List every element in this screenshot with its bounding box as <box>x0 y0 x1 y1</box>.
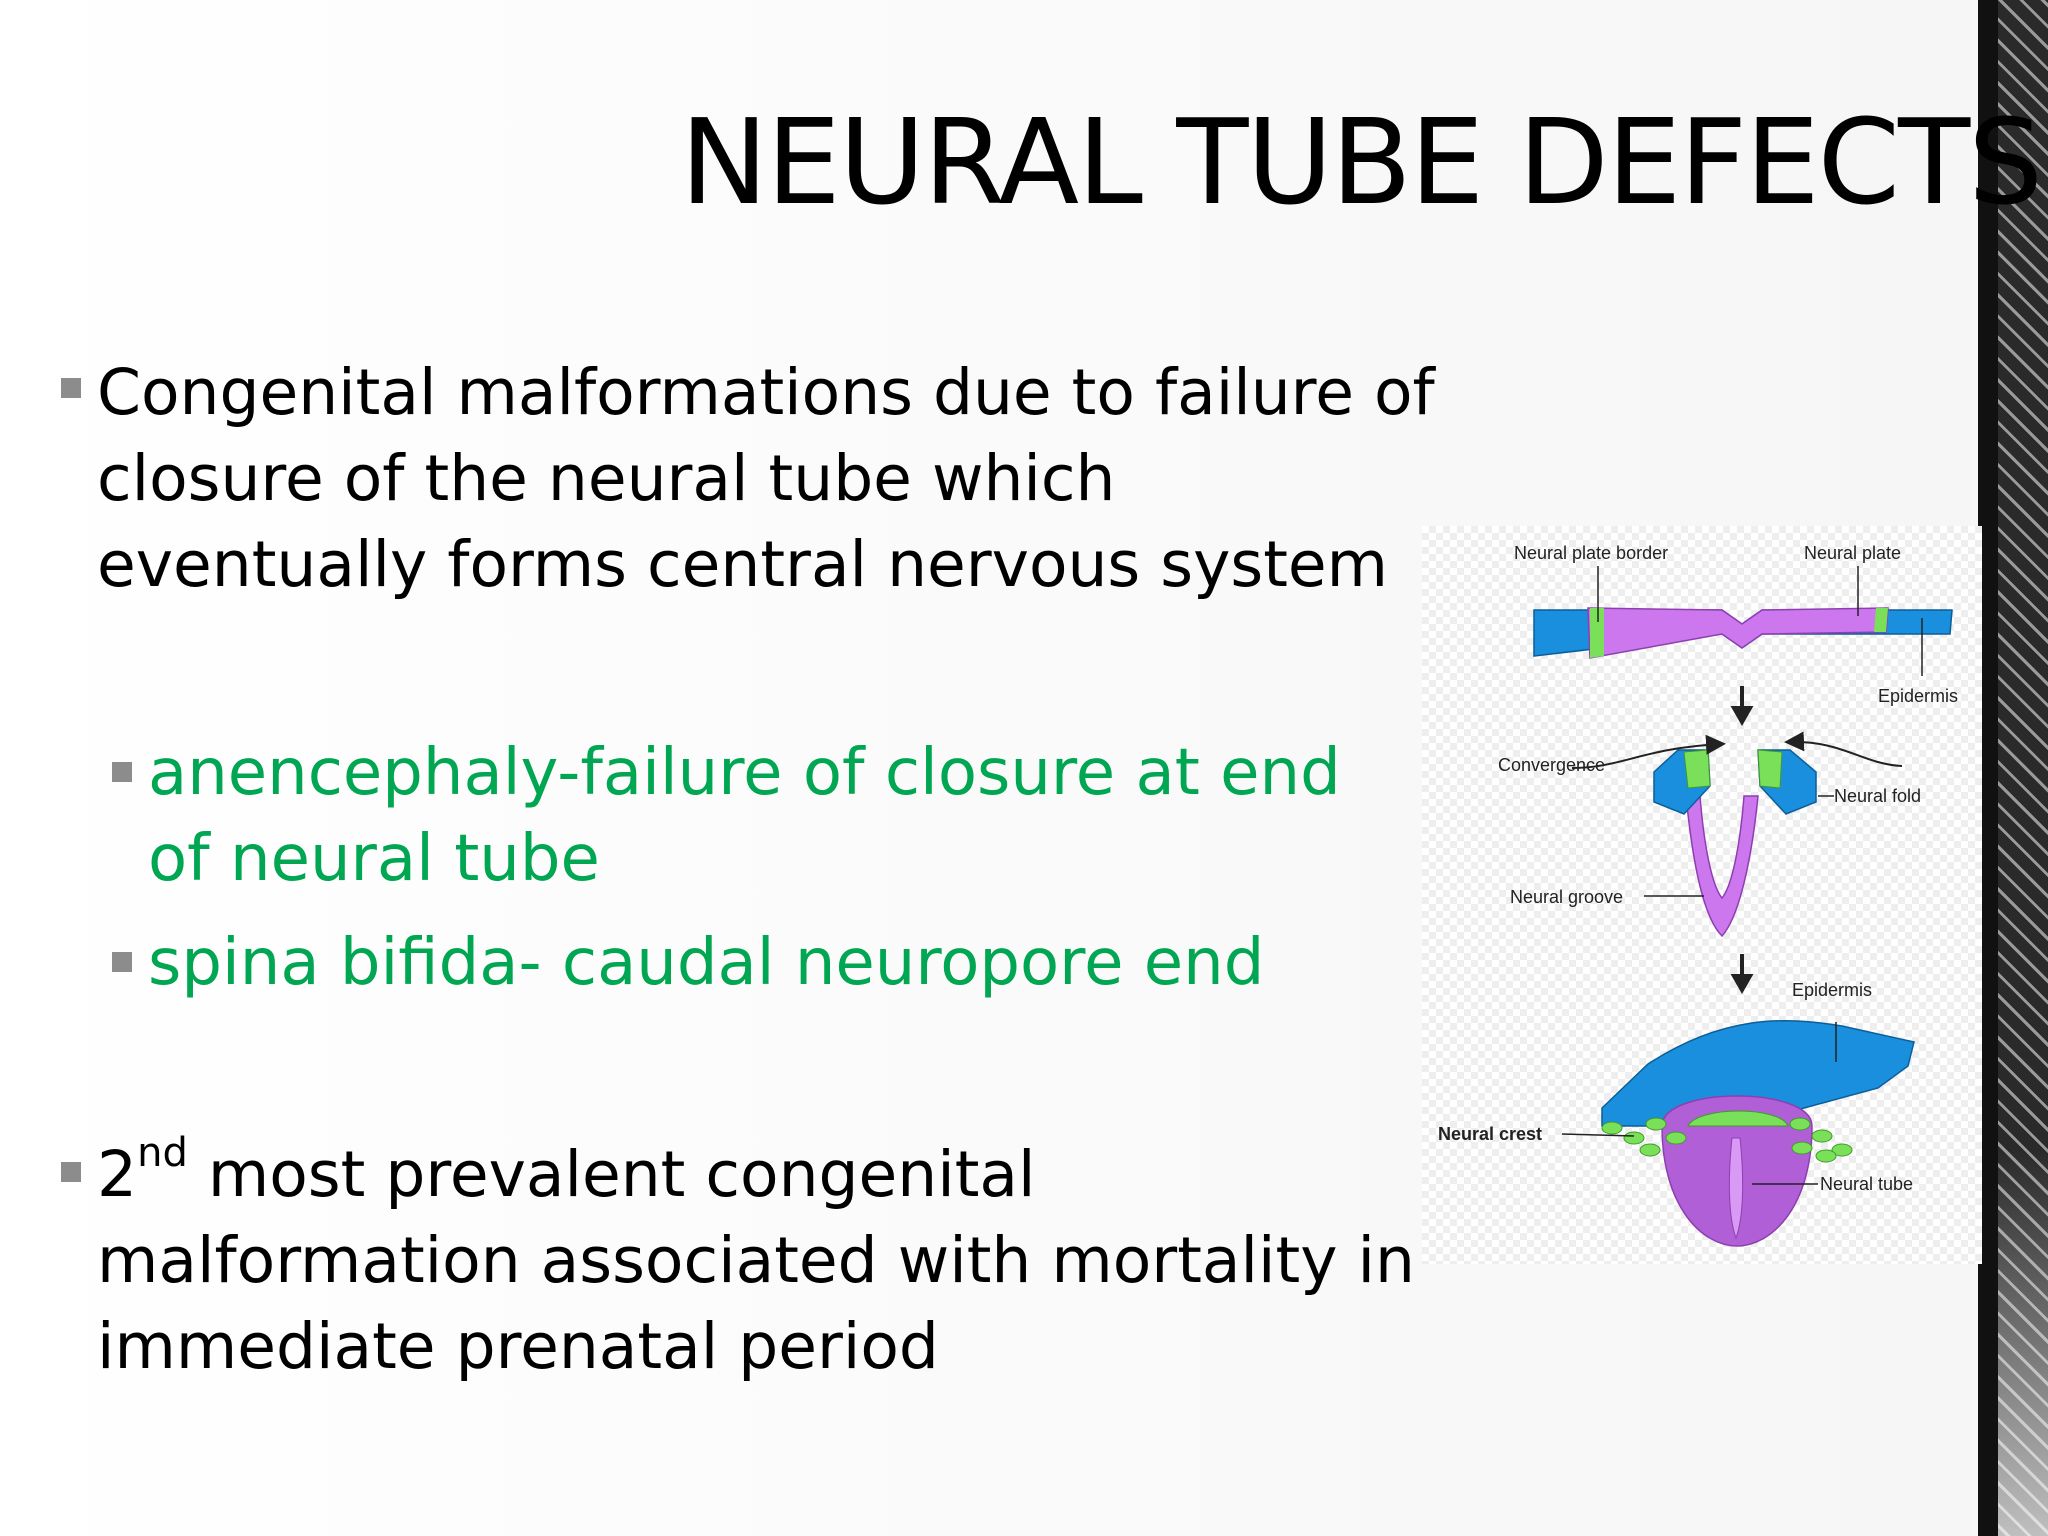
bullet-definition: Congenital malformations due to failure … <box>61 350 1437 608</box>
down-arrow-icon <box>1730 686 1754 727</box>
neural-tube-diagram: Neural plate border Neural plate Epiderm… <box>1422 526 1982 1264</box>
label-epidermis-top: Epidermis <box>1878 686 1958 706</box>
bullet-prevalence: 2nd most prevalent congenital malformati… <box>61 1132 1437 1390</box>
label-convergence: Convergence <box>1498 755 1605 775</box>
ordinal-number: 2 <box>97 1138 138 1211</box>
ordinal-suffix: nd <box>137 1130 188 1176</box>
bullet-square-icon <box>61 378 81 398</box>
sub-bullet-text: spina bifida- caudal neuropore end <box>148 926 1265 1000</box>
sub-bullet-anencephaly: anencephaly-failure of closure at end of… <box>112 730 1408 902</box>
border-fade <box>1998 1150 2048 1536</box>
label-neural-groove: Neural groove <box>1510 887 1623 907</box>
bullet-text-rest: most prevalent congenital malformation a… <box>97 1138 1415 1383</box>
label-neural-tube: Neural tube <box>1820 1174 1913 1194</box>
label-neural-plate: Neural plate <box>1804 543 1901 563</box>
label-neural-crest: Neural crest <box>1438 1124 1542 1144</box>
bullet-text: 2nd most prevalent congenital malformati… <box>97 1133 1415 1383</box>
decorative-border <box>1978 0 2048 1536</box>
bullet-text: Congenital malformations due to failure … <box>97 356 1435 601</box>
slide-title: NEURAL TUBE DEFECTS <box>680 93 2043 231</box>
stage-neural-plate <box>1533 566 1953 676</box>
stage-neural-groove <box>1571 731 1903 938</box>
stage-neural-tube <box>1561 1019 1915 1247</box>
bullet-square-icon <box>112 762 132 782</box>
bullet-square-icon <box>112 952 132 972</box>
label-epidermis-bottom: Epidermis <box>1792 980 1872 1000</box>
bullet-square-icon <box>61 1162 81 1182</box>
down-arrow-icon <box>1730 954 1754 995</box>
sub-bullet-text: anencephaly-failure of closure at end of… <box>148 736 1341 896</box>
diagram-svg: Neural plate border Neural plate Epiderm… <box>1438 543 1958 1247</box>
label-neural-fold: Neural fold <box>1834 786 1921 806</box>
sub-bullet-spina-bifida: spina bifida- caudal neuropore end <box>112 920 1408 1006</box>
label-neural-plate-border: Neural plate border <box>1514 543 1668 563</box>
